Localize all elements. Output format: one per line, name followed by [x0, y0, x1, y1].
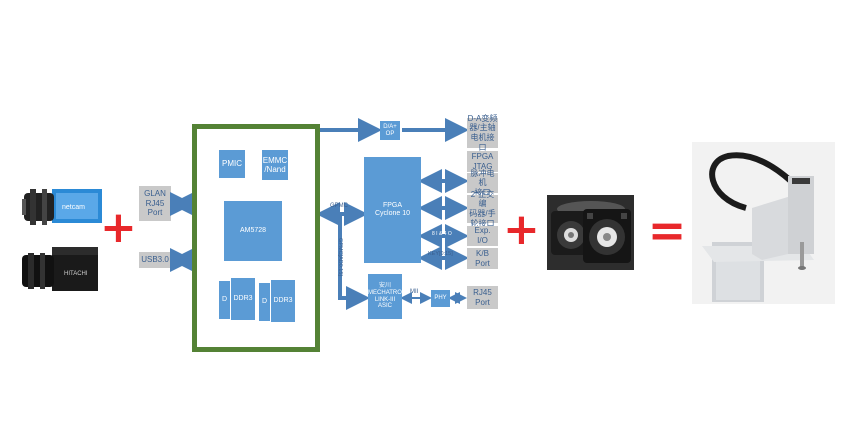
glan-rj45-port: GLAN RJ45 Port	[139, 186, 171, 221]
camera-top-image: netcam	[22, 183, 104, 231]
arrow-gpmc-asic	[338, 216, 370, 310]
pulse-motor-interface: 脉冲电机 接口	[467, 169, 498, 197]
am5728-cpu-block: AM5728	[224, 201, 282, 261]
scara-robot-image	[692, 142, 835, 304]
rj45-port: RJ45 Port	[467, 286, 498, 309]
camera-top-brand: netcam	[62, 204, 85, 211]
servo-motors-image	[547, 195, 634, 270]
exp-io-port: Exp. I/O	[467, 226, 498, 246]
kb-port: K/B Port	[467, 248, 498, 269]
plus-sign-right: +	[503, 204, 540, 255]
encoder-handwheel-interface: 2*正交编 码器/手 轮接口	[467, 190, 498, 228]
plus-sign-left: +	[100, 202, 137, 253]
gpmc-label: GPMC	[330, 203, 348, 209]
io-count-label: 8 I & 4 O	[432, 231, 452, 237]
ddr3-chip-left: DDR3	[230, 277, 256, 321]
mechatrolink-asic-block: 安川 MECHATRO LINK-III ASIC	[368, 274, 402, 319]
equals-sign: =	[647, 203, 687, 257]
emmc-nand-block: EMMC /Nand	[262, 150, 288, 180]
pmic-block: PMIC	[219, 150, 245, 178]
ddr3-chip-right: DDR3	[270, 279, 296, 323]
dac-op-block: D/A+ OP	[380, 121, 400, 140]
phy-block: PHY	[431, 290, 450, 307]
soc-board	[192, 124, 320, 352]
fpga-cyclone10-block: FPGA Cyclone 10	[364, 157, 421, 263]
mii-label: MII	[410, 289, 419, 295]
fpga-jtag-port: FPGA JTAG	[467, 151, 498, 172]
key-bus-label: KEY[0:15]	[428, 251, 453, 257]
camera-bottom-brand: HITACHI	[64, 271, 88, 277]
camera-bottom-image: HITACHI	[20, 243, 100, 297]
da-spindle-interface: D-A变频 器/主轴 电机接口	[467, 113, 498, 152]
gpmc-address-label: GPMC[AD0:15]	[337, 238, 343, 276]
usb3-port: USB3.0	[139, 252, 171, 268]
